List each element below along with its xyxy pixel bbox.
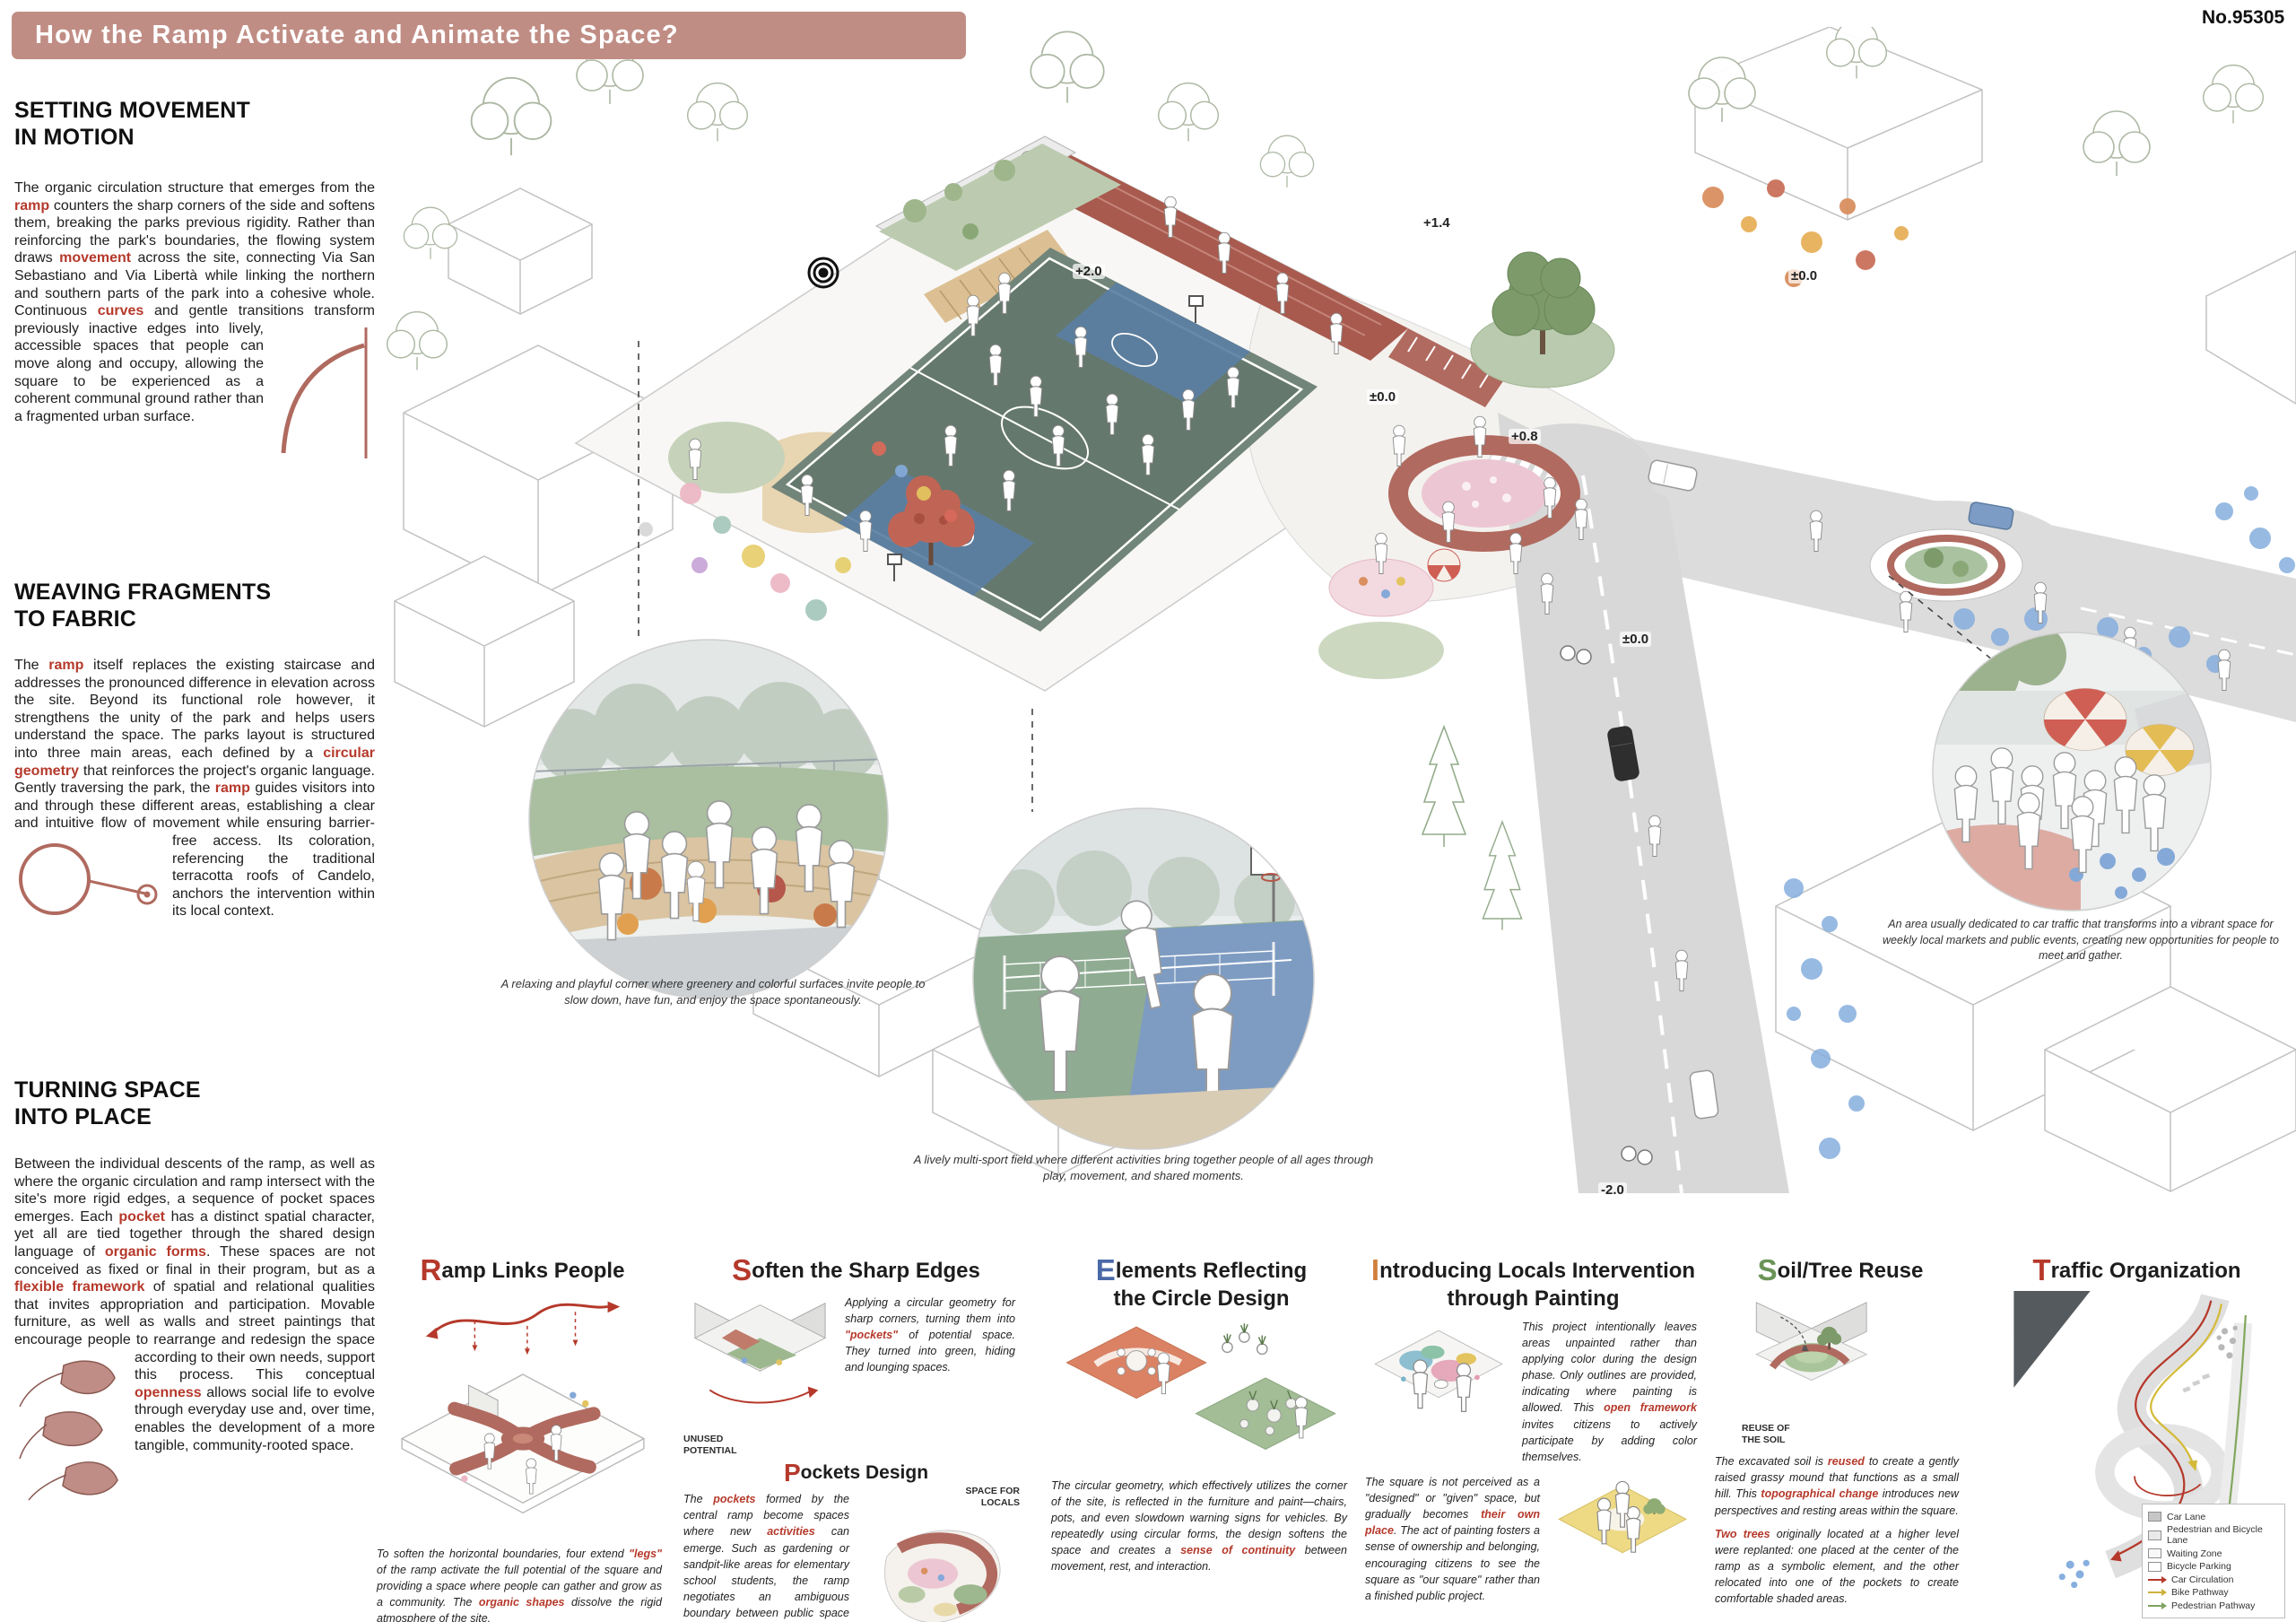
soil-title: Soil/Tree Reuse bbox=[1757, 1253, 1924, 1286]
bike-pathway-arrow-swatch bbox=[2148, 1589, 2167, 1596]
bottom-section-ramp-links-people: Ramp Links People bbox=[377, 1253, 668, 1622]
soil-mound-axon-diagram bbox=[1755, 1302, 1868, 1382]
elevation-label: -2.0 bbox=[1598, 1182, 1627, 1198]
legend-item-bicycle-parking: Bicycle Parking bbox=[2148, 1561, 2279, 1572]
soften-title: Soften the Sharp Edges bbox=[732, 1253, 980, 1286]
space-for-locals-label: SPACE FOR LOCALS bbox=[965, 1486, 1020, 1509]
ramp-links-body: To soften the horizontal boundaries, fou… bbox=[377, 1547, 663, 1622]
title-banner: How the Ramp Activate and Animate the Sp… bbox=[12, 12, 966, 59]
legend-item-ped-bike-lane: Pedestrian and Bicycle Lane bbox=[2148, 1524, 2279, 1546]
locals-paragraph-2: The square is not perceived as a "design… bbox=[1365, 1475, 1540, 1602]
vignette-market-caption: An area usually dedicated to car traffic… bbox=[1883, 918, 2279, 962]
bicycle-parking-swatch bbox=[2148, 1561, 2161, 1572]
pockets-axon-diagram bbox=[884, 1530, 1001, 1622]
waiting-zone-swatch bbox=[2148, 1548, 2161, 1558]
elevation-label: +0.8 bbox=[1509, 429, 1541, 444]
circular-furniture-diagram bbox=[1065, 1323, 1336, 1450]
elevation-label: +2.0 bbox=[1073, 264, 1105, 279]
board-number: No.95305 bbox=[2202, 7, 2285, 28]
ramp-flow-arrow-diagram bbox=[425, 1301, 620, 1356]
pockets-body: The pockets formed by the central ramp b… bbox=[683, 1493, 850, 1620]
colored-dots bbox=[639, 179, 2295, 1159]
spiral-symbol bbox=[807, 257, 839, 289]
elevation-label: +1.4 bbox=[1421, 215, 1453, 231]
elevation-label: ±0.0 bbox=[1367, 389, 1399, 405]
section-body-setting-movement: The organic circulation structure that e… bbox=[14, 179, 375, 464]
legend-item-waiting-zone: Waiting Zone bbox=[2148, 1548, 2279, 1559]
ramp-links-title: Ramp Links People bbox=[420, 1253, 625, 1286]
soil-paragraph-2: Two trees originally located at a higher… bbox=[1715, 1527, 1959, 1606]
elevation-label: ±0.0 bbox=[1620, 632, 1652, 647]
dashed-connectors bbox=[638, 341, 2007, 812]
site-plan-illustration bbox=[386, 27, 2296, 1193]
vignette-market bbox=[1932, 632, 2212, 911]
ramp-legs-axon-diagram bbox=[400, 1373, 645, 1514]
bottom-section-traffic-organization: Traffic Organization Car Lane Pedestrian… bbox=[1987, 1253, 2287, 1618]
page-title: How the Ramp Activate and Animate the Sp… bbox=[35, 21, 679, 49]
organic-leaves-diagram bbox=[19, 1359, 118, 1500]
pockets-design-title: Pockets Design bbox=[783, 1459, 929, 1487]
locals-paragraph-1: This project intentionally leaves areas … bbox=[1522, 1320, 1697, 1463]
bottom-section-soil-tree-reuse: Soil/Tree Reuse REUSE OF THE SOIL The ex… bbox=[1715, 1253, 1966, 1607]
section-body-turning-space: Between the individual descents of the r… bbox=[14, 1155, 375, 1506]
circle-geometry-diagram bbox=[19, 842, 158, 915]
vignette-sport bbox=[972, 807, 1315, 1150]
pedestrian-pathway-arrow-swatch bbox=[2148, 1601, 2167, 1609]
soil-paragraph-1: The excavated soil is reused to create a… bbox=[1715, 1455, 1959, 1517]
unused-potential-label: UNUSED POTENTIAL bbox=[683, 1433, 737, 1457]
legend-item-pedestrian-pathway: Pedestrian Pathway bbox=[2148, 1600, 2279, 1611]
bottom-section-soften-edges: Soften the Sharp Edges UNUSED POTENTIAL … bbox=[683, 1253, 1029, 1622]
curve-diagram bbox=[281, 327, 368, 458]
elements-body: The circular geometry, which effectively… bbox=[1051, 1478, 1348, 1574]
legend-item-car-circulation: Car Circulation bbox=[2148, 1574, 2279, 1585]
vignette-sport-caption: A lively multi-sport field where differe… bbox=[913, 1153, 1374, 1183]
vignette-corner bbox=[528, 639, 889, 999]
car-circulation-arrow-swatch bbox=[2148, 1575, 2167, 1583]
soften-intro: Applying a circular geometry for sharp c… bbox=[845, 1295, 1015, 1374]
vehicles bbox=[1607, 459, 2014, 1120]
sharp-corner-axon-diagram bbox=[693, 1302, 827, 1404]
car-lane-swatch bbox=[2148, 1512, 2161, 1522]
traffic-title: Traffic Organization bbox=[2032, 1253, 2241, 1286]
ped-bike-lane-swatch bbox=[2148, 1530, 2161, 1540]
legend-item-car-lane: Car Lane bbox=[2148, 1512, 2279, 1522]
section-body-weaving-fragments: The ramp itself replaces the existing st… bbox=[14, 657, 375, 927]
vignette-corner-caption: A relaxing and playful corner where gree… bbox=[500, 977, 926, 1007]
legend-item-bike-pathway: Bike Pathway bbox=[2148, 1587, 2279, 1598]
painting-intervention-diagram bbox=[1374, 1330, 1503, 1413]
green-areas bbox=[668, 144, 1615, 679]
our-square-diagram bbox=[1558, 1480, 1687, 1554]
elevation-label: ±0.0 bbox=[1788, 268, 1821, 283]
reuse-of-soil-label: REUSE OF THE SOIL bbox=[1742, 1422, 1790, 1446]
traffic-legend: Car Lane Pedestrian and Bicycle Lane Wai… bbox=[2142, 1504, 2285, 1618]
